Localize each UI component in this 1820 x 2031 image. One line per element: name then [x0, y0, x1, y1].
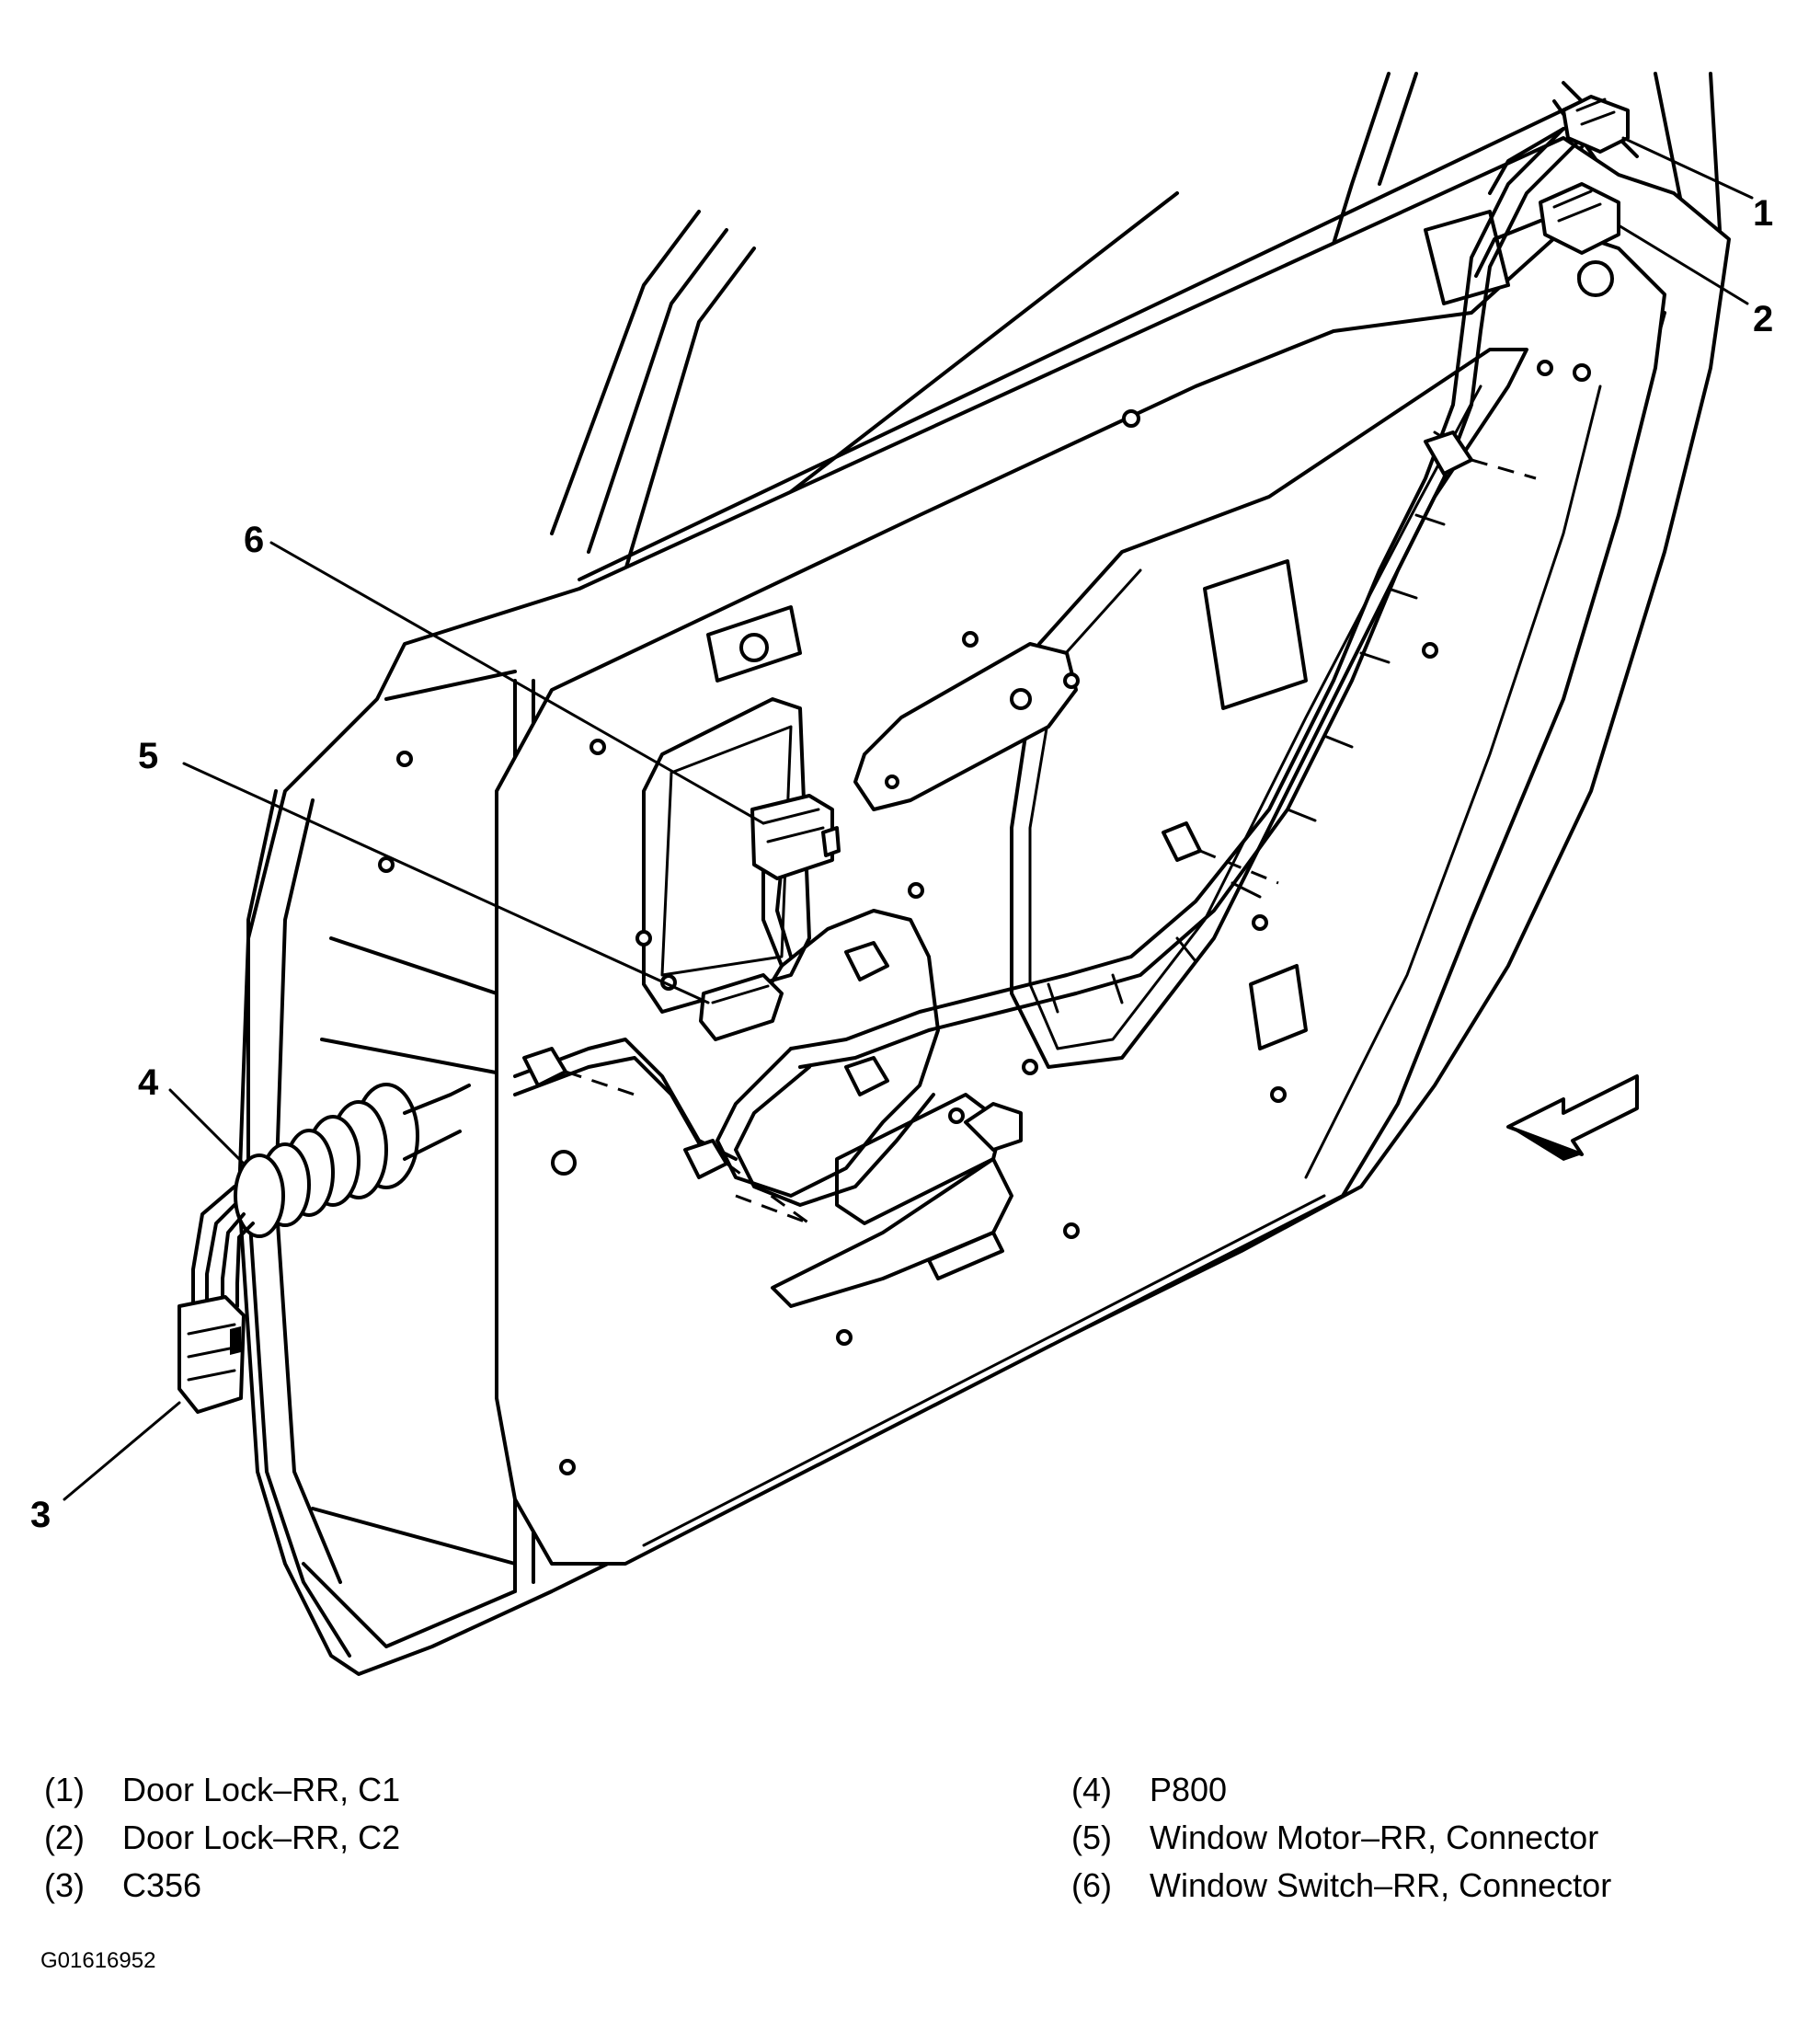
direction-arrow-icon	[1506, 1074, 1639, 1161]
legend-number: (5)	[1071, 1819, 1112, 1856]
legend-label: Window Motor–RR, Connector	[1150, 1819, 1599, 1856]
legend-item: (6) Window Switch–RR, Connector	[1071, 1862, 1611, 1910]
callout-1: 1	[1753, 193, 1773, 234]
callout-6: 6	[244, 520, 264, 560]
legend-number: (1)	[44, 1771, 85, 1808]
door-harness-diagram: 1 2 3 4 5 6	[30, 72, 1773, 1676]
legend-number: (3)	[44, 1866, 85, 1904]
callout-5: 5	[138, 736, 158, 776]
legend-label: Window Switch–RR, Connector	[1150, 1866, 1612, 1904]
callout-2: 2	[1753, 299, 1773, 339]
legend-label: C356	[122, 1866, 202, 1904]
callout-4: 4	[138, 1062, 159, 1103]
window-motor-connector	[699, 973, 784, 1041]
callout-3: 3	[30, 1495, 51, 1535]
figure-id: G01616952	[40, 1948, 156, 1973]
legend-item: (3) C356	[44, 1862, 400, 1910]
legend-number: (2)	[44, 1819, 85, 1856]
legend-label: Door Lock–RR, C1	[122, 1771, 401, 1808]
door-lock-c1-connector	[1488, 95, 1630, 195]
window-switch-connector	[750, 794, 841, 880]
leader-lines	[63, 136, 1754, 1501]
c356-connector	[177, 1295, 246, 1414]
legend-item: (2) Door Lock–RR, C2	[44, 1814, 400, 1862]
grommet-p800	[191, 1083, 471, 1308]
legend-label: Door Lock–RR, C2	[122, 1819, 401, 1856]
legend-column-right: (4) P800 (5) Window Motor–RR, Connector …	[1071, 1766, 1611, 1910]
legend-label: P800	[1150, 1771, 1228, 1808]
legend-item: (4) P800	[1071, 1766, 1611, 1814]
wiring-harness	[513, 127, 1584, 1225]
legend-number: (6)	[1071, 1866, 1112, 1904]
legend-column-left: (1) Door Lock–RR, C1 (2) Door Lock–RR, C…	[44, 1766, 400, 1910]
legend-number: (4)	[1071, 1771, 1112, 1808]
door-lock-c2-connector	[1474, 182, 1620, 278]
legend: (1) Door Lock–RR, C1 (2) Door Lock–RR, C…	[0, 1766, 1820, 1950]
legend-item: (1) Door Lock–RR, C1	[44, 1766, 400, 1814]
legend-item: (5) Window Motor–RR, Connector	[1071, 1814, 1611, 1862]
